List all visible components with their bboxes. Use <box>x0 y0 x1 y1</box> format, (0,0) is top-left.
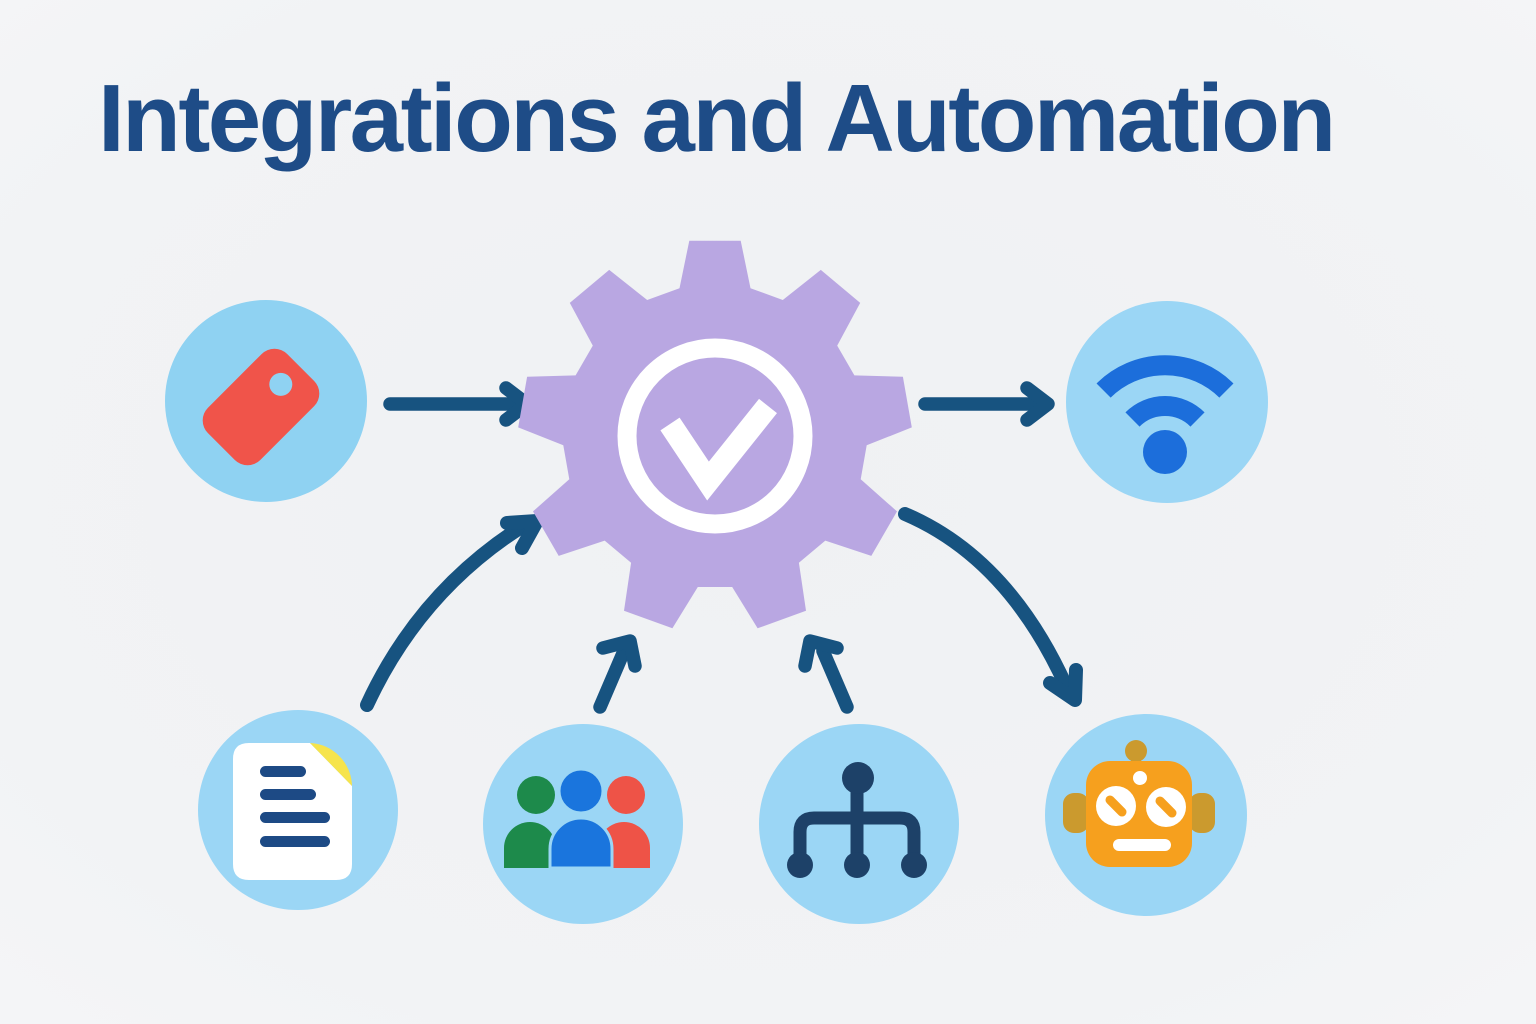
arrow-document-to-gear <box>360 514 544 712</box>
price-tag-node <box>165 300 367 502</box>
check-ring <box>617 338 813 534</box>
process-gear-node <box>518 240 912 629</box>
sitemap-node <box>759 724 959 924</box>
page-title: Integrations and Automation <box>98 65 1336 172</box>
wifi-dot <box>1143 430 1187 474</box>
price-tag-icon <box>202 348 320 466</box>
arrow-gear-to-robot <box>898 507 1083 707</box>
person-blue <box>548 767 614 870</box>
robot-mouth <box>1113 839 1171 851</box>
wifi-icon <box>1096 355 1234 427</box>
wifi-node <box>1066 301 1268 503</box>
robot-forehead-dot <box>1133 771 1147 785</box>
robot-eyes <box>1096 786 1186 827</box>
check-icon <box>660 398 777 501</box>
document-fold-corner <box>310 743 352 786</box>
arrow-sitemap-to-gear <box>798 634 854 714</box>
gear-icon <box>518 240 912 629</box>
team-node <box>483 724 683 924</box>
document-node <box>198 710 398 910</box>
person-green <box>504 776 556 868</box>
document-icon <box>233 743 352 880</box>
robot-node <box>1045 714 1247 916</box>
arrow-tag-to-gear <box>383 381 534 427</box>
team-icon <box>504 767 650 870</box>
arrow-gear-to-wifi <box>918 381 1055 427</box>
document-text-lines <box>260 766 330 847</box>
sitemap-icon <box>787 762 927 878</box>
arrow-team-to-gear <box>593 634 642 714</box>
robot-icon <box>1063 740 1215 867</box>
